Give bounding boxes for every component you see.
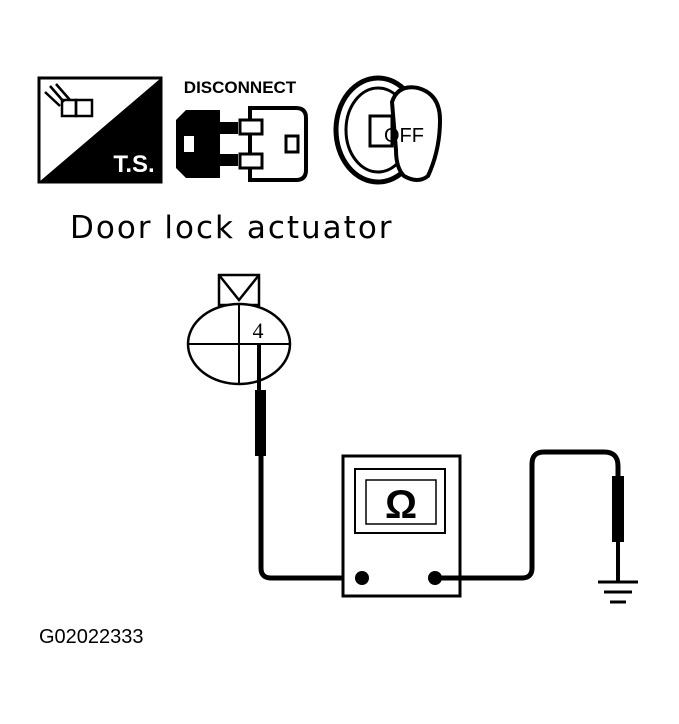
disconnect-label: DISCONNECT — [184, 78, 297, 97]
troubleshooting-icon: T.S. — [37, 76, 163, 184]
figure-id: G02022333 — [39, 626, 144, 648]
component-caption: Door lock actuator — [70, 210, 394, 246]
terminal-number: 4 — [253, 318, 264, 343]
ohmmeter: Ω — [341, 454, 462, 598]
ground-symbol-icon — [598, 580, 638, 604]
probe-lead-left — [255, 344, 362, 581]
ts-label: T.S. — [113, 151, 154, 178]
ignition-key-off-icon: OFF — [333, 75, 443, 185]
disconnect-icon: DISCONNECT — [176, 78, 308, 182]
meter-terminal-left — [355, 571, 369, 585]
actuator-connector: 4 — [186, 273, 292, 386]
connector-glyph-icon — [44, 83, 94, 118]
probe-tip-left — [255, 390, 266, 456]
key-off-label: OFF — [384, 125, 424, 147]
ohm-symbol: Ω — [385, 483, 417, 527]
probe-tip-right — [612, 476, 624, 542]
ground-lead — [435, 449, 624, 582]
